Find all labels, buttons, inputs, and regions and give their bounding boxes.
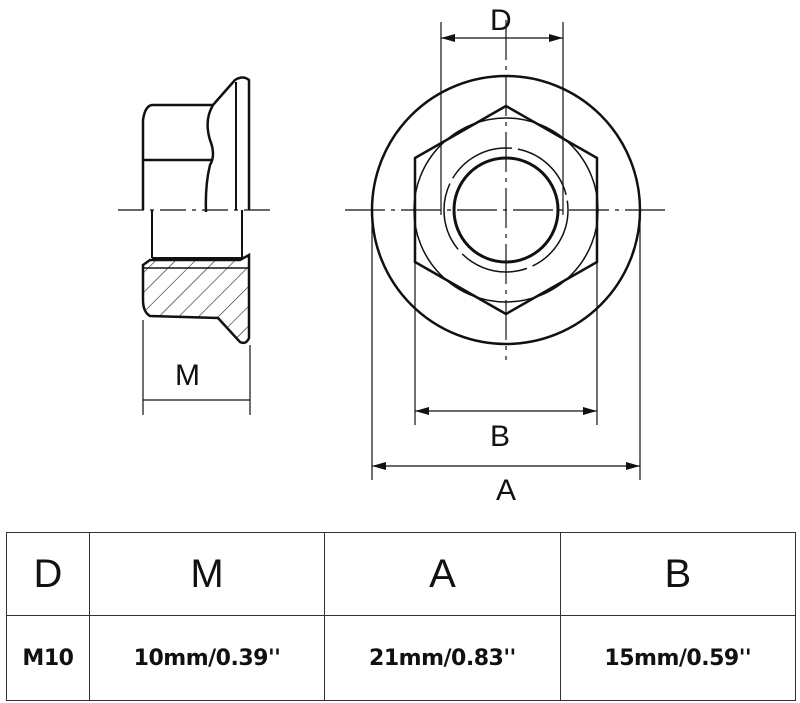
side-view <box>118 76 275 415</box>
label-b: B <box>490 420 510 453</box>
front-view <box>345 20 665 480</box>
header-d: D <box>6 532 90 616</box>
dimensions-table: D M A B M10 10mm/0.39'' 21mm/0.83'' 15mm… <box>6 532 797 701</box>
label-a: A <box>496 474 516 507</box>
flange-nut-drawing: M D B A <box>118 4 665 507</box>
cell-m: 10mm/0.39'' <box>88 615 326 701</box>
cell-d: M10 <box>6 615 90 701</box>
header-m: M <box>88 532 326 616</box>
header-b: B <box>559 532 797 616</box>
table-row: M10 10mm/0.39'' 21mm/0.83'' 15mm/0.59'' <box>6 615 797 701</box>
cell-a: 21mm/0.83'' <box>324 615 561 701</box>
table-header-row: D M A B <box>6 532 797 616</box>
label-d: D <box>490 4 512 37</box>
label-m: M <box>175 359 200 392</box>
header-a: A <box>324 532 561 616</box>
cell-b: 15mm/0.59'' <box>559 615 797 701</box>
